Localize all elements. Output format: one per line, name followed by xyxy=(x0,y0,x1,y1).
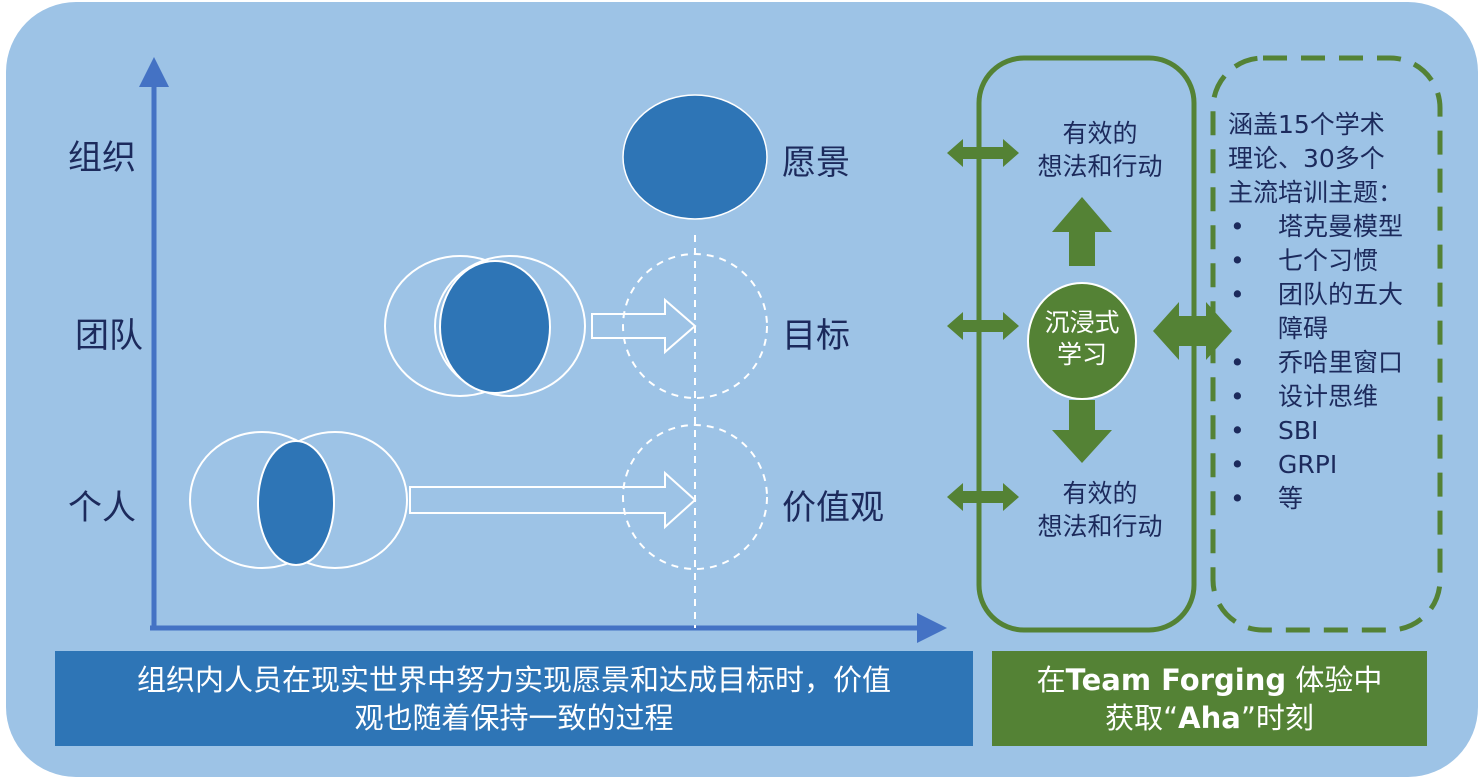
list-item: • 设计思维 xyxy=(1228,380,1403,414)
topic-text: SBI xyxy=(1278,416,1319,445)
list-item: • 七个习惯 xyxy=(1228,244,1403,278)
caption-text: 在 xyxy=(1036,662,1066,697)
individual-arrow xyxy=(409,470,697,530)
caption-line: 组织内人员在现实世界中努力实现愿景和达成目标时，价值 xyxy=(136,662,891,697)
topic-text: 七个习惯 xyxy=(1278,246,1379,275)
bullet: • xyxy=(1230,382,1245,411)
values-label: 价值观 xyxy=(782,488,884,528)
effective-line1: 有效的 xyxy=(1062,119,1138,148)
brand-name: Team Forging xyxy=(1065,662,1287,697)
topic-text-line: 团队的五大 xyxy=(1278,280,1404,309)
bullet: • xyxy=(1230,484,1245,513)
topics-intro-line: 理论、30多个 xyxy=(1228,144,1385,173)
effective-line2: 想法和行动 xyxy=(1037,152,1163,181)
effective-actions-bottom: 有效的 想法和行动 xyxy=(1000,477,1200,543)
bullet: • xyxy=(1230,450,1245,479)
caption-line: 观也随着保持一致的过程 xyxy=(354,700,674,735)
caption-text: 获取“ xyxy=(1105,700,1179,735)
topic-text-line: 障碍 xyxy=(1278,314,1329,343)
bullet: • xyxy=(1230,212,1245,241)
double-arrow-icon xyxy=(947,139,1019,167)
vision-circle xyxy=(622,94,768,220)
caption-text: ”时刻 xyxy=(1240,700,1314,735)
topic-text: 塔克曼模型 xyxy=(1278,212,1404,241)
team-arrow xyxy=(591,297,697,355)
team-overlap xyxy=(439,260,551,394)
list-item: • 塔克曼模型 xyxy=(1228,210,1403,244)
double-arrow-icon xyxy=(947,312,1019,340)
bullet: • xyxy=(1230,416,1245,445)
left-caption: 组织内人员在现实世界中努力实现愿景和达成目标时，价值 观也随着保持一致的过程 xyxy=(55,651,973,746)
topic-text: 等 xyxy=(1278,484,1304,513)
up-arrow-icon xyxy=(1052,197,1112,266)
team-outline-right xyxy=(434,255,586,397)
list-item: • SBI xyxy=(1228,414,1403,448)
right-caption: 在Team Forging 体验中 获取“Aha”时刻 xyxy=(992,651,1427,746)
left-caption-box xyxy=(55,651,973,746)
immersive-line2: 学习 xyxy=(1056,340,1107,369)
list-item: • 团队的五大障碍 xyxy=(1228,278,1403,346)
effective-line2: 想法和行动 xyxy=(1037,512,1163,541)
double-arrow-icon xyxy=(947,483,1019,511)
caption-line: 在Team Forging 体验中 xyxy=(1037,661,1383,699)
goal-label: 目标 xyxy=(782,316,850,356)
bullet: • xyxy=(1230,246,1245,275)
vision-label: 愿景 xyxy=(782,143,850,183)
effective-actions-top: 有效的 想法和行动 xyxy=(1000,117,1200,183)
topics-list: 涵盖15个学术 理论、30多个 主流培训主题： • 塔克曼模型 • 七个习惯 • 团队… xyxy=(1228,108,1403,516)
immersive-learning-label: 沉浸式 学习 xyxy=(1032,307,1132,371)
topics-intro-line: 涵盖15个学术 xyxy=(1228,110,1385,139)
right-caption-box xyxy=(992,651,1427,746)
goal-dashed-circle xyxy=(622,253,768,399)
background-panel xyxy=(6,2,1478,777)
topic-text: GRPI xyxy=(1278,450,1338,479)
caption-text: 体验中 xyxy=(1286,662,1383,697)
axis-label-org: 组织 xyxy=(68,138,136,178)
list-item: •等 xyxy=(1228,482,1403,516)
list-item: • GRPI xyxy=(1228,448,1403,482)
values-dashed-circle xyxy=(622,424,768,570)
topic-text: 设计思维 xyxy=(1278,382,1379,411)
axis-label-team: 团队 xyxy=(75,316,143,356)
immersive-line1: 沉浸式 xyxy=(1044,308,1120,337)
bullet: • xyxy=(1230,280,1245,309)
topics-intro-line: 主流培训主题： xyxy=(1228,178,1404,207)
topics-frame xyxy=(1210,55,1443,633)
caption-line: 获取“Aha”时刻 xyxy=(1037,699,1383,737)
list-item: • 乔哈里窗口 xyxy=(1228,346,1403,380)
individual-overlap xyxy=(257,440,335,566)
down-arrow-icon xyxy=(1052,400,1112,463)
topic-text: 乔哈里窗口 xyxy=(1278,348,1404,377)
axis-label-individual: 个人 xyxy=(68,488,136,528)
effective-line1: 有效的 xyxy=(1062,479,1138,508)
immersive-learning-circle xyxy=(1027,282,1137,400)
aha-text: Aha xyxy=(1178,700,1241,735)
topic-text: 团队的五大障碍 xyxy=(1278,278,1403,346)
bullet: • xyxy=(1230,348,1245,377)
